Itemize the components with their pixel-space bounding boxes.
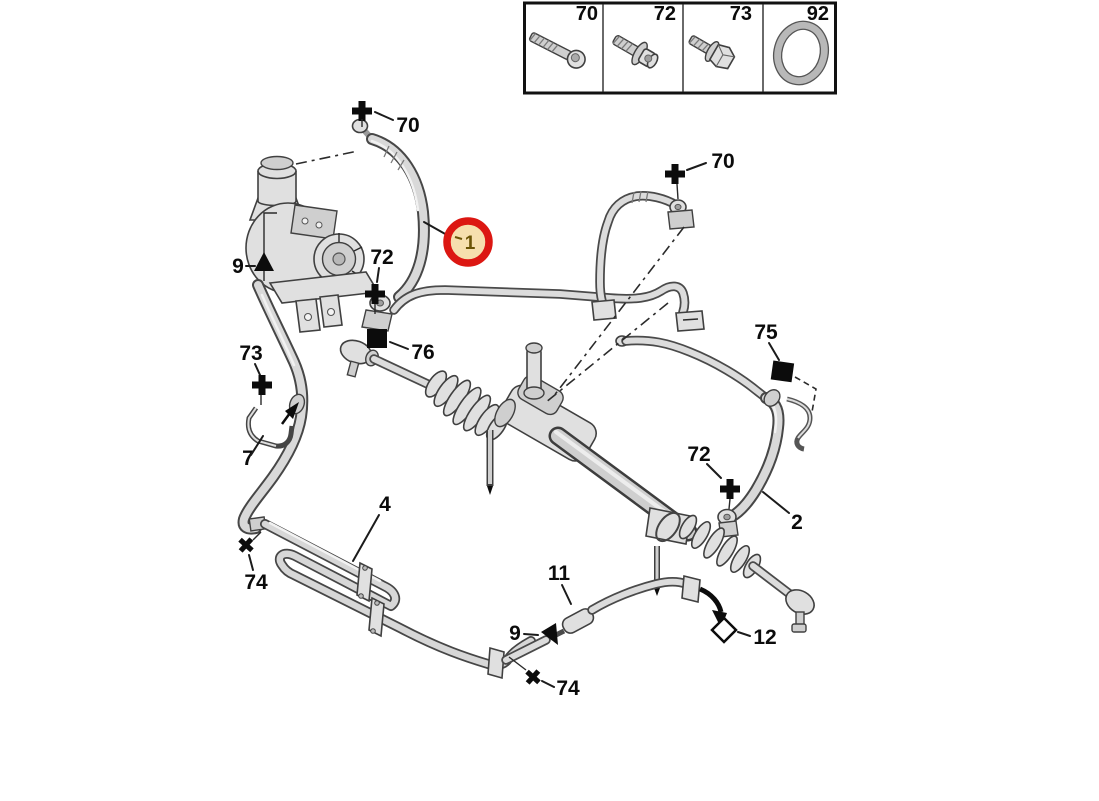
- legend-number-72: 72: [654, 3, 676, 25]
- callout-72-right: 72: [687, 443, 740, 510]
- o-ring-icon: [772, 20, 830, 86]
- union-triangle-icon: [541, 623, 558, 645]
- clip-x-icon: [238, 537, 254, 553]
- steering-rack: [339, 339, 815, 633]
- pressure-pipe-upper-right: [591, 190, 695, 321]
- legend-cell-73: 73: [688, 3, 752, 70]
- screw-marker-icon: [665, 164, 685, 184]
- callout-label-72-left: 72: [370, 246, 393, 269]
- callout-label-70-top: 70: [396, 114, 419, 137]
- hose-union-block: [361, 309, 393, 332]
- pipe-bracket-foot: [591, 299, 617, 321]
- callout-label-74-bottom: 74: [556, 677, 580, 700]
- callout-2: 2: [762, 491, 803, 534]
- callout-9-left: 9: [232, 212, 277, 281]
- callout-12: 12: [698, 586, 777, 649]
- legend-box: 70 72 73: [523, 1, 837, 95]
- callout-label-12: 12: [753, 626, 776, 649]
- callout-label-74-left: 74: [244, 571, 268, 594]
- long-screw-icon: [528, 32, 586, 69]
- ball-joint-stud-left: [346, 360, 360, 378]
- callout-label-70-right: 70: [711, 150, 734, 173]
- screw-marker-icon: [720, 479, 740, 499]
- callouts: 70 70 1 72 9 76: [232, 101, 803, 700]
- pressure-pipe-to-rack: [389, 281, 705, 332]
- callout-72-left: 72: [365, 246, 394, 314]
- pointer-arrow: [698, 586, 724, 613]
- clamp-square-icon: [367, 329, 387, 348]
- pump-valve-block: [290, 204, 338, 240]
- cooler-loop: [260, 519, 701, 680]
- pipe-bracket-foot: [675, 310, 705, 332]
- callout-73: 73: [239, 342, 272, 405]
- high-pressure-hose-1: [351, 118, 430, 332]
- legend-cell-70: 70: [528, 3, 598, 69]
- reservoir-cap: [260, 155, 294, 171]
- clip-x-icon: [525, 669, 541, 685]
- pipe-end-block: [667, 209, 695, 230]
- pipe-bracket: [487, 646, 505, 680]
- highlight-circle: [443, 217, 493, 267]
- screw-marker-icon: [252, 375, 272, 395]
- seal-diamond-icon: [710, 616, 738, 644]
- callout-4: 4: [352, 493, 391, 562]
- union-triangle-icon: [254, 252, 274, 271]
- callout-75: 75: [754, 321, 795, 383]
- screw-marker-icon: [365, 284, 385, 304]
- callout-label-7: 7: [242, 447, 254, 470]
- reference-lines: [295, 150, 817, 413]
- ball-joint-stud-right: [795, 611, 805, 626]
- callout-label-9-left: 9: [232, 255, 244, 278]
- callout-label-4: 4: [379, 493, 391, 516]
- bracket-arrow: [285, 402, 299, 419]
- return-pipe-and-hose-2: [615, 335, 813, 538]
- callout-label-2: 2: [791, 511, 803, 534]
- legend-number-92: 92: [807, 3, 829, 25]
- screw-marker-icon: [352, 101, 372, 121]
- pipe-end-bracket: [681, 574, 701, 604]
- cooler-clamp: [368, 596, 385, 638]
- banjo-eyelet-70-top: [351, 118, 369, 134]
- legend-cell-72: 72: [612, 3, 676, 69]
- hex-bolt-icon: [688, 35, 736, 70]
- callout-label-73: 73: [239, 342, 262, 365]
- hose-support-bracket-75: [786, 396, 813, 452]
- callout-label-1: 1: [465, 233, 476, 254]
- flanged-screw-icon: [612, 35, 659, 69]
- legend-cell-92: 92: [772, 3, 830, 86]
- callout-label-9-bottom: 9: [509, 622, 521, 645]
- callout-label-11: 11: [548, 562, 571, 585]
- callout-11: 11: [548, 562, 572, 605]
- callout-76: 76: [367, 329, 435, 364]
- cooler-clamp: [356, 561, 373, 603]
- hose-bracket-7: [245, 406, 295, 449]
- callout-9-bottom: 9: [509, 622, 558, 645]
- callout-1-highlight: 1: [423, 217, 493, 267]
- callout-74-left: 74: [238, 531, 268, 594]
- tie-rod-end-right: [785, 589, 815, 615]
- callout-70-top: 70: [352, 101, 420, 137]
- callout-label-72-right: 72: [687, 443, 710, 466]
- legend-number-70: 70: [576, 3, 598, 25]
- clamp-square-icon: [770, 360, 795, 383]
- callout-label-75: 75: [754, 321, 778, 344]
- callout-74-bottom: 74: [508, 656, 580, 700]
- rack-bellows-left: [424, 370, 509, 441]
- supply-hose-left: [237, 279, 309, 535]
- hose-clamp-collar: [763, 389, 781, 407]
- callout-label-76: 76: [411, 341, 434, 364]
- callout-7: 7: [242, 435, 264, 470]
- callout-70-right: 70: [665, 150, 735, 200]
- legend-number-73: 73: [730, 3, 752, 25]
